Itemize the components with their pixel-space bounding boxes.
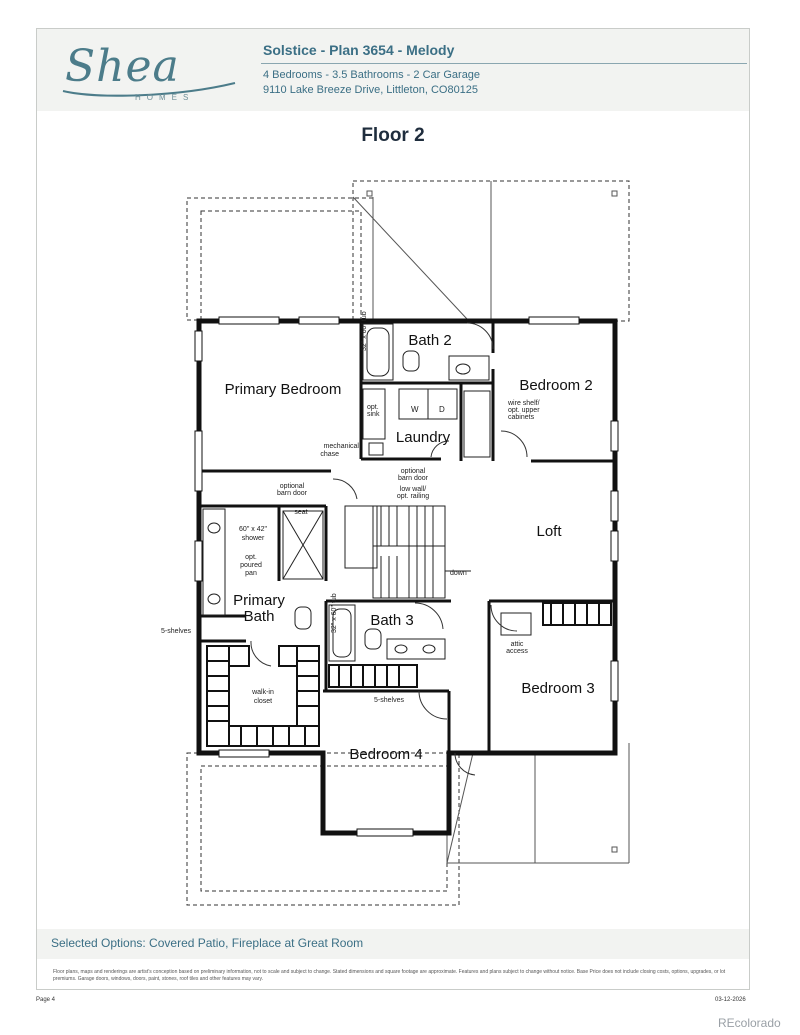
- room-primary-bath-line2: Bath: [244, 608, 275, 625]
- note-opt-sink-2: sink: [367, 411, 380, 418]
- selected-options: Selected Options: Covered Patio, Firepla…: [51, 936, 364, 950]
- logo-swoosh-icon: [62, 82, 236, 97]
- plan-specs: 4 Bedrooms - 3.5 Bathrooms - 2 Car Garag…: [263, 69, 481, 81]
- note-shower-1: 60" x 42": [239, 526, 267, 533]
- note-mechanical-2: chase: [320, 451, 339, 458]
- room-bedroom4: Bedroom 4: [349, 746, 422, 763]
- note-low-wall-1: low wall/: [400, 486, 427, 493]
- note-down: down: [450, 570, 467, 577]
- room-loft: Loft: [536, 523, 562, 540]
- note-shelves-left: 5-shelves: [161, 628, 191, 635]
- note-seat: seat: [294, 509, 307, 516]
- print-date: 03-12-2026: [715, 997, 746, 1003]
- note-tub2: 32" x 60"tub: [361, 311, 368, 351]
- closet-shelving: [206, 602, 612, 747]
- note-mechanical-1: mechanical: [324, 443, 360, 450]
- staircase: [372, 505, 471, 599]
- fixtures: [202, 323, 532, 662]
- note-wire-shelf-1: wire shelf/: [507, 400, 540, 407]
- note-shower-2: shower: [242, 535, 265, 542]
- note-barn-primary-1: optional: [280, 483, 305, 490]
- room-laundry: Laundry: [396, 429, 451, 446]
- roof-lines: [352, 181, 630, 864]
- room-labels: Primary Bedroom Bath 2 Bedroom 2 Laundry…: [225, 332, 595, 763]
- note-pan-3: pan: [245, 570, 257, 577]
- disclaimer-text: Floor plans, maps and renderings are art…: [53, 969, 726, 982]
- note-walkin-1: walk-in: [251, 689, 274, 696]
- room-bath3: Bath 3: [370, 612, 413, 629]
- plan-address: 9110 Lake Breeze Drive, Littleton, CO801…: [263, 84, 479, 96]
- note-walkin-2: closet: [254, 698, 272, 705]
- note-attic-2: access: [506, 648, 528, 655]
- note-barn-laundry-1: optional: [401, 468, 426, 475]
- room-primary-bath-line1: Primary: [233, 592, 285, 609]
- note-attic-1: attic: [511, 641, 524, 648]
- note-opt-sink-1: opt.: [367, 404, 379, 411]
- room-bedroom2: Bedroom 2: [519, 377, 592, 394]
- note-tub3: 32" x 60"tub: [331, 593, 338, 633]
- sheet-header: Shea HOMES Solstice - Plan 3654 - Melody…: [37, 29, 749, 111]
- interior-walls: [199, 321, 615, 753]
- note-pan-1: opt.: [245, 554, 257, 561]
- door-swings: [250, 322, 528, 776]
- room-bath2: Bath 2: [408, 332, 451, 349]
- options-bar: [37, 929, 749, 959]
- note-dryer: D: [439, 405, 445, 414]
- note-pan-2: poured: [240, 562, 262, 569]
- note-shelves-mid: 5-shelves: [374, 697, 404, 704]
- note-barn-primary-2: barn door: [277, 490, 308, 497]
- floorplan-sheet: Shea HOMES Solstice - Plan 3654 - Melody…: [36, 28, 750, 990]
- note-wire-shelf-3: cabinets: [508, 414, 535, 421]
- logo-wordmark: Shea: [65, 41, 180, 92]
- windows: [194, 316, 619, 837]
- header-divider: [261, 63, 747, 64]
- recolorado-watermark: REcolorado: [718, 1016, 781, 1030]
- plan-notes: 32" x 60"tub 32" x 60"tub wire shelf/ op…: [161, 311, 540, 705]
- roof-outlines: [186, 180, 630, 906]
- logo-subtext: HOMES: [135, 93, 195, 102]
- floor-title: Floor 2: [361, 125, 425, 146]
- note-wire-shelf-2: opt. upper: [508, 407, 540, 414]
- note-washer: W: [411, 405, 419, 414]
- room-primary-bedroom: Primary Bedroom: [225, 381, 342, 398]
- shea-homes-logo: Shea HOMES: [57, 39, 257, 109]
- page-number: Page 4: [36, 997, 56, 1003]
- note-low-wall-2: opt. railing: [397, 493, 429, 500]
- floor-plan-drawing: Primary Bedroom Bath 2 Bedroom 2 Laundry…: [161, 180, 630, 906]
- room-bedroom3: Bedroom 3: [521, 680, 594, 697]
- plan-title: Solstice - Plan 3654 - Melody: [263, 42, 455, 58]
- note-barn-laundry-2: barn door: [398, 475, 429, 482]
